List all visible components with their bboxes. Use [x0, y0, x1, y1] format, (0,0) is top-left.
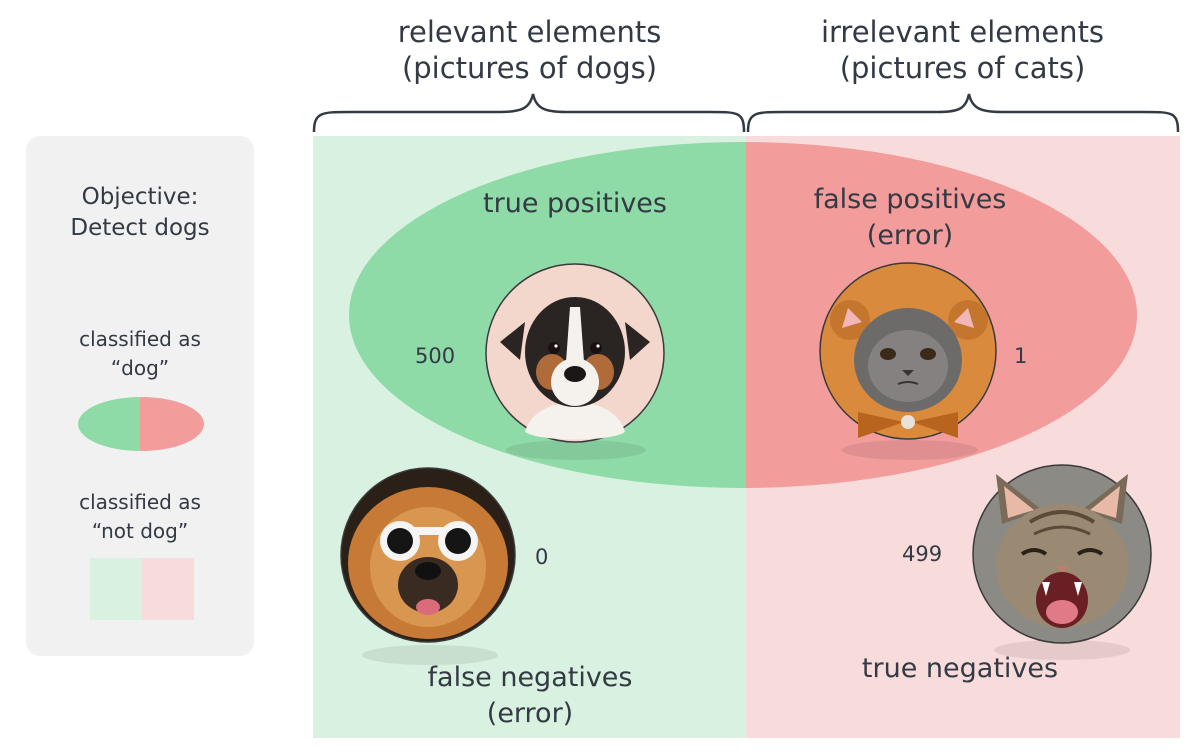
legend-classified-not-dog-line2: “not dog”: [91, 519, 189, 543]
cat-photo-icon: [819, 262, 997, 460]
label-true-negatives: true negatives: [820, 651, 1100, 687]
label-false-negatives: false negatives (error): [380, 660, 680, 732]
header-relevant-line1: relevant elements: [397, 15, 662, 49]
header-irrelevant: irrelevant elements (pictures of cats): [746, 14, 1179, 86]
label-true-positives-line1: true positives: [483, 188, 667, 219]
legend-classified-dog-line1: classified as: [79, 327, 201, 351]
label-false-positives-line1: false positives: [813, 184, 1007, 215]
header-relevant: relevant elements (pictures of dogs): [313, 14, 746, 86]
header-relevant-line2: (pictures of dogs): [401, 51, 658, 85]
objective-line2: Detect dogs: [70, 215, 210, 241]
dog-photo-icon: [485, 263, 665, 460]
legend-classified-dog-line2: “dog”: [110, 356, 170, 380]
header-irrelevant-line2: (pictures of cats): [839, 51, 1086, 85]
legend-swatch-relevant: [90, 558, 142, 620]
laughing-cat-photo-icon: [972, 464, 1152, 660]
label-false-negatives-line1: false negatives: [427, 662, 633, 693]
dog-sunglasses-photo-icon: [340, 467, 516, 665]
count-false-positives: 1: [1014, 344, 1028, 368]
objective-line1: Objective:: [81, 184, 199, 210]
brace-irrelevant: [746, 93, 1180, 133]
label-true-positives: true positives: [430, 186, 720, 222]
brace-relevant: [312, 93, 746, 133]
legend-ellipse-swatch: [78, 397, 204, 451]
legend-classified-dog: classified as “dog”: [26, 325, 254, 383]
label-false-positives: false positives (error): [770, 182, 1050, 254]
legend-classified-not-dog-line1: classified as: [79, 490, 201, 514]
label-true-negatives-line1: true negatives: [861, 653, 1059, 684]
count-false-negatives: 0: [535, 545, 549, 569]
label-false-negatives-line2: (error): [486, 698, 574, 729]
legend-swatch-irrelevant: [142, 558, 194, 620]
count-true-negatives: 499: [902, 542, 943, 566]
objective-text: Objective: Detect dogs: [26, 182, 254, 244]
label-false-positives-line2: (error): [866, 220, 954, 251]
count-true-positives: 500: [415, 344, 456, 368]
legend-classified-not-dog: classified as “not dog”: [26, 488, 254, 546]
header-irrelevant-line1: irrelevant elements: [820, 15, 1105, 49]
